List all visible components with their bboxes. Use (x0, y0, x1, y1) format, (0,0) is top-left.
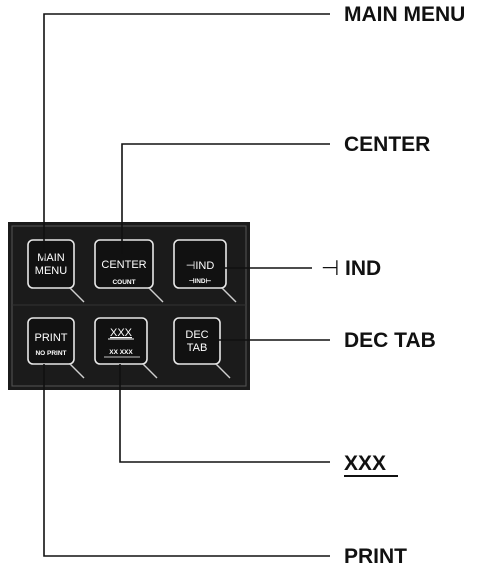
main-menu-key-line1: MAIN (37, 252, 65, 264)
main-menu-leader (44, 14, 330, 258)
callout-print: PRINT (344, 545, 407, 568)
print-leader (44, 364, 330, 556)
center-key-label: CENTER (101, 259, 146, 271)
callout-main-menu: MAIN MENU (344, 3, 465, 26)
callout-ind: IND (345, 257, 381, 280)
underline-key-sublabel: XX XXX (109, 349, 133, 356)
print-key-sublabel: NO PRINT (35, 350, 66, 357)
print-key-label: PRINT (35, 332, 68, 344)
main-menu-key-line2: MENU (35, 265, 67, 277)
dec-tab-key-line2: TAB (187, 342, 208, 354)
dec-tab-key-line1: DEC (185, 329, 208, 341)
callout-underline: XXX (344, 452, 386, 475)
callout-center: CENTER (344, 133, 430, 156)
callout-ind-symbol: ⊣ (321, 257, 339, 280)
center-key-sublabel: COUNT (112, 279, 135, 286)
indent-key-sublabel: ⊣IND⊢ (189, 277, 212, 285)
callout-dec-tab: DEC TAB (344, 329, 436, 352)
indent-key-label: ⊣IND (186, 260, 215, 272)
underline-key-label: XXX (110, 327, 133, 339)
